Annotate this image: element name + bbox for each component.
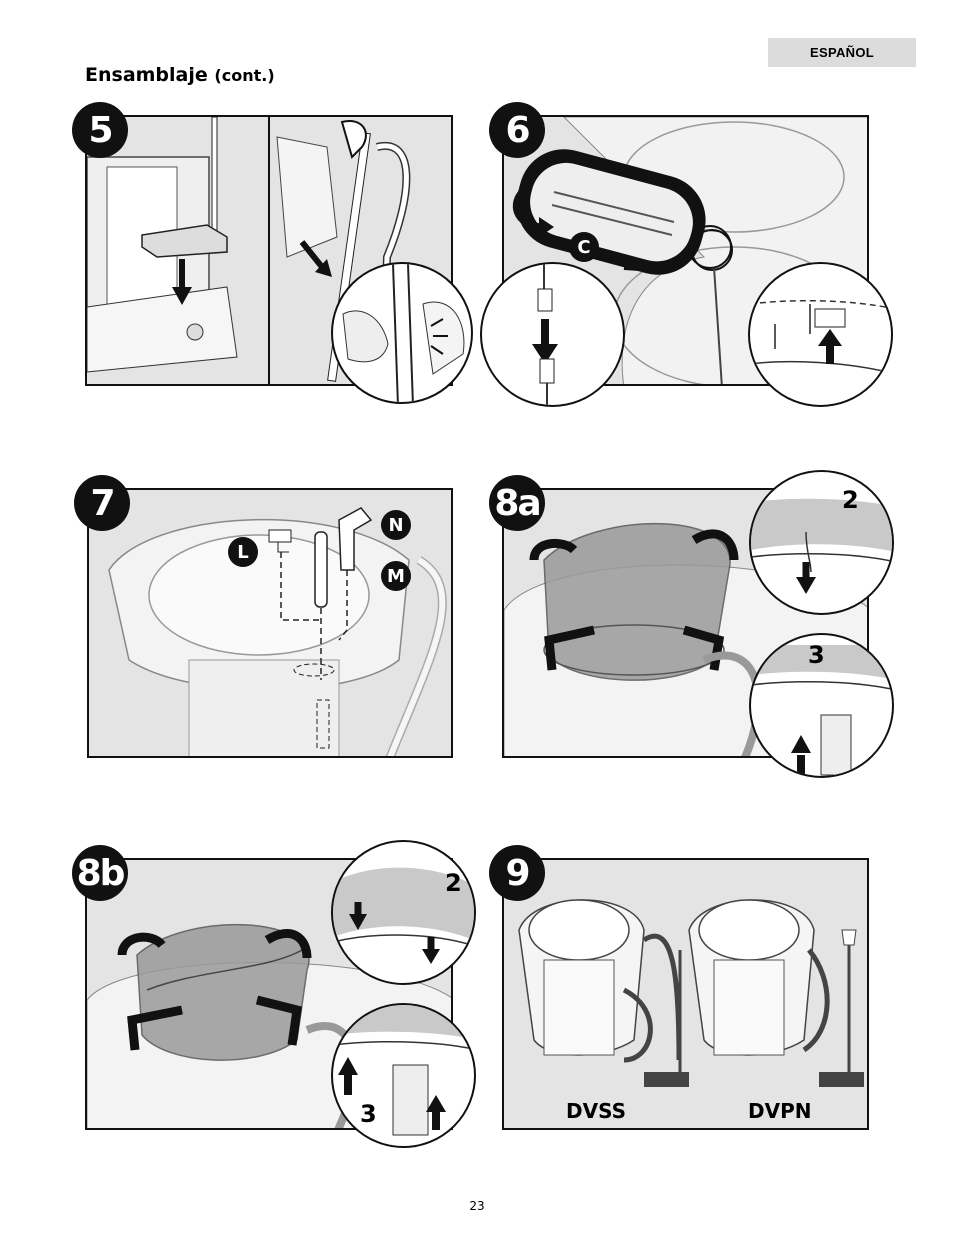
step-6-zoom-cord-clip xyxy=(748,262,893,407)
step-6-zoom-plug xyxy=(480,262,625,407)
step-8a-sub-3: 3 xyxy=(808,641,825,669)
step-8b-sub-3: 3 xyxy=(360,1100,377,1128)
step-7-illustration xyxy=(108,507,447,756)
step-8a-sub-2: 2 xyxy=(842,486,859,514)
step-8b-zoom-2 xyxy=(331,840,476,985)
language-tab: ESPAÑOL xyxy=(768,38,916,67)
page-title: Ensamblaje (cont.) xyxy=(85,64,275,86)
model-label-dvpn: DVPN xyxy=(748,1099,812,1123)
model-dvss-drawing xyxy=(518,899,689,1087)
part-c-badge: C xyxy=(569,232,599,262)
model-label-dvss: DVSS xyxy=(566,1099,626,1123)
step-8a-badge: 8a xyxy=(489,475,545,531)
page-number: 23 xyxy=(469,1199,485,1213)
step-8b-badge: 8b xyxy=(72,845,128,901)
step-8b-sub-2: 2 xyxy=(445,869,462,897)
step-8b-zoom-3 xyxy=(331,1003,476,1148)
step-5-zoom-detail xyxy=(331,262,473,404)
title-text: Ensamblaje xyxy=(85,64,208,86)
model-dvpn-drawing xyxy=(688,899,864,1087)
part-l-badge: L xyxy=(228,537,258,567)
part-m-badge: M xyxy=(381,561,411,591)
step-6-zoom-junction xyxy=(688,225,732,269)
title-suffix: (cont.) xyxy=(214,66,275,85)
step-8a-zoom-2 xyxy=(749,470,894,615)
step-9-illustration xyxy=(518,899,864,1087)
step-5-illustration xyxy=(87,117,411,384)
step-5-badge: 5 xyxy=(72,102,128,158)
step-6-badge: 6 xyxy=(489,102,545,158)
step-8b-panel xyxy=(85,858,453,1130)
step-7-panel xyxy=(87,488,453,758)
step-7-badge: 7 xyxy=(74,475,130,531)
step-8a-zoom-3 xyxy=(749,633,894,778)
step-9-panel xyxy=(502,858,869,1130)
part-n-badge: N xyxy=(381,510,411,540)
step-9-badge: 9 xyxy=(489,845,545,901)
step-5-panel xyxy=(85,115,453,386)
step-8a-panel xyxy=(502,488,869,758)
